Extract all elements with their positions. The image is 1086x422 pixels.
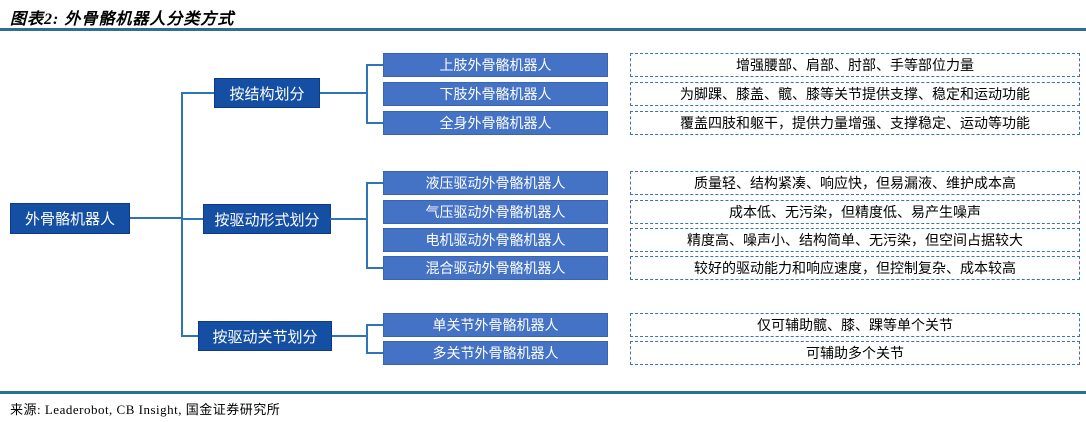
category-box-drive-form: 按驱动形式划分 [203,204,331,234]
connector-line [366,122,383,124]
item-box: 单关节外骨骼机器人 [383,313,608,337]
desc-box: 为脚踝、膝盖、髋、膝等关节提供支撑、稳定和运动功能 [630,82,1080,106]
item-box: 上肢外骨骼机器人 [383,53,608,77]
connector-line [320,92,367,94]
title-rule [0,28,1086,31]
connector-line [366,267,383,269]
connector-line [181,335,200,337]
connector-line [366,182,383,184]
root-node: 外骨骼机器人 [10,203,130,234]
item-box: 液压驱动外骨骼机器人 [383,171,608,195]
connector-line [130,217,182,219]
desc-box: 增强腰部、肩部、肘部、手等部位力量 [630,53,1080,77]
connector-line [366,324,383,326]
item-box: 混合驱动外骨骼机器人 [383,256,608,280]
trunk-line [181,92,183,337]
connector-line [366,352,383,354]
source-note: 来源: Leaderobot, CB Insight, 国金证券研究所 [10,402,281,417]
connector-line [366,64,383,66]
connector-line [332,335,367,337]
bracket-line [366,64,368,124]
bracket-line [366,324,368,354]
item-box: 下肢外骨骼机器人 [383,82,608,106]
item-box: 电机驱动外骨骼机器人 [383,228,608,252]
desc-box: 质量轻、结构紧凑、响应快，但易漏液、维护成本高 [630,171,1080,195]
item-box: 全身外骨骼机器人 [383,111,608,135]
connector-line [330,218,367,220]
footer-rule [0,391,1086,394]
desc-box: 覆盖四肢和躯干，提供力量增强、支撑稳定、运动等功能 [630,111,1080,135]
bracket-line [366,182,368,269]
item-box: 多关节外骨骼机器人 [383,341,608,365]
connector-line [181,92,214,94]
figure-title: 图表2: 外骨骼机器人分类方式 [10,11,235,28]
category-box-driven-joint: 按驱动关节划分 [198,321,332,351]
connector-line [181,218,203,220]
desc-box: 成本低、无污染，但精度低、易产生噪声 [630,200,1080,224]
desc-box: 可辅助多个关节 [630,341,1080,365]
desc-box: 较好的驱动能力和响应速度，但控制复杂、成本较高 [630,256,1080,280]
desc-box: 精度高、噪声小、结构简单、无污染，但空间占据较大 [630,228,1080,252]
item-box: 气压驱动外骨骼机器人 [383,200,608,224]
desc-box: 仅可辅助髋、膝、踝等单个关节 [630,313,1080,337]
category-box-structure: 按结构划分 [214,78,320,108]
